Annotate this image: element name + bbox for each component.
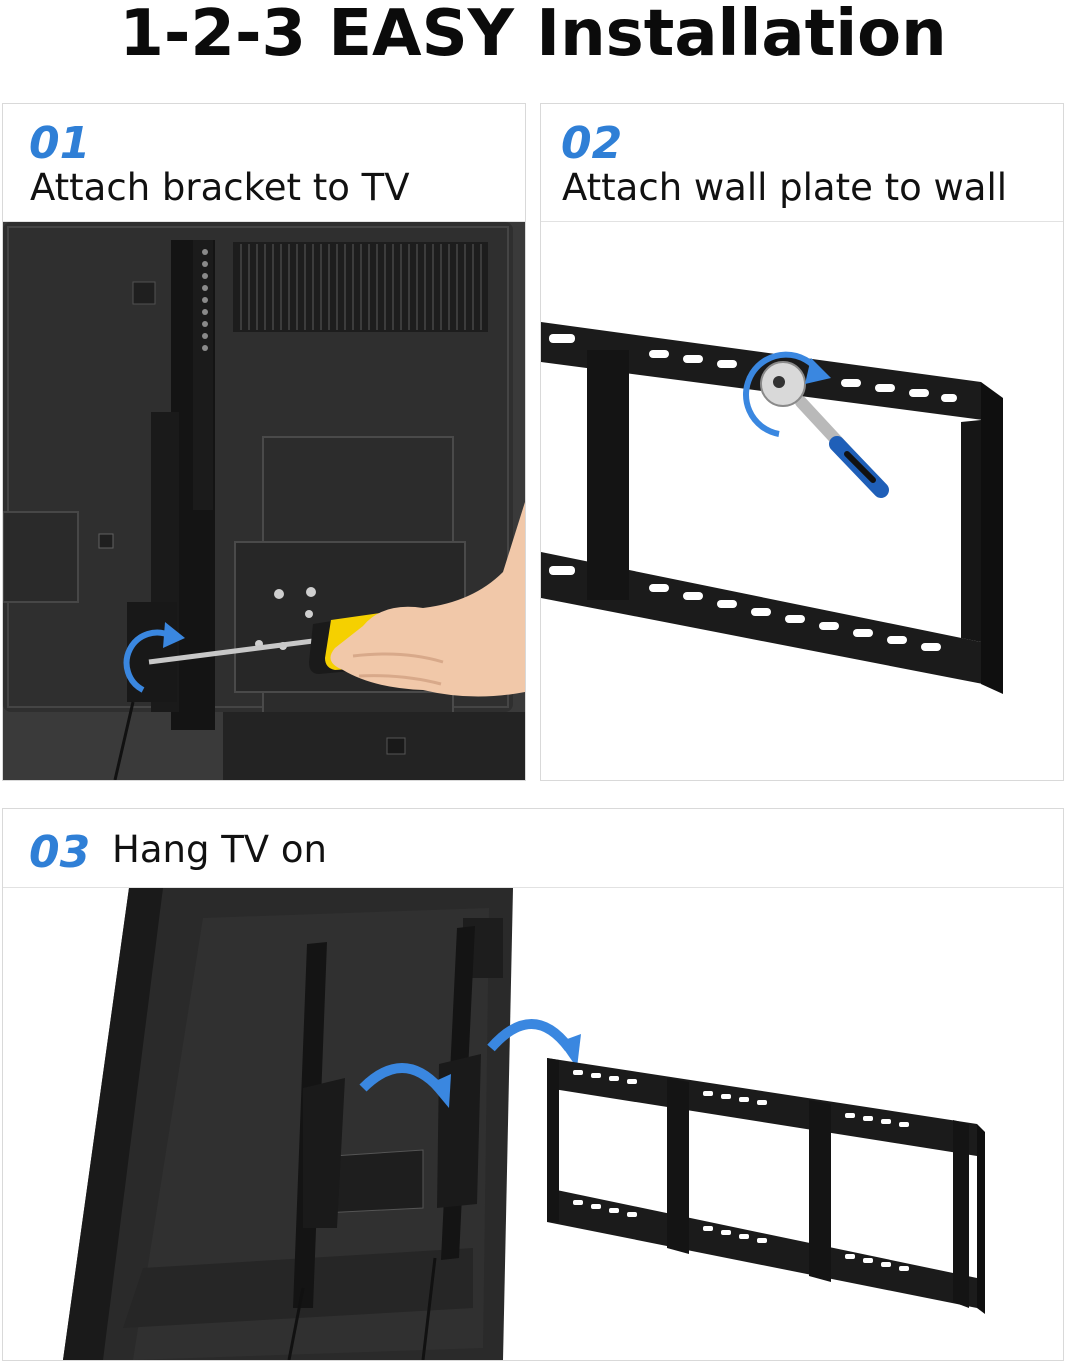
ratchet-wrench-icon — [760, 361, 889, 498]
step-2-number: 02 — [561, 118, 623, 169]
step-2-header: 02 Attach wall plate to wall — [541, 104, 1063, 222]
step-3-text: Hang TV on — [112, 828, 327, 871]
hand-illustration — [330, 502, 525, 697]
step-3-panel: 03 Hang TV on — [2, 808, 1064, 1361]
tv-vent-grille — [233, 242, 488, 332]
wall-plate — [547, 1058, 985, 1314]
step-3-illustration — [3, 888, 1063, 1360]
step-1-text: Attach bracket to TV — [30, 166, 410, 209]
step-3-number: 03 — [29, 827, 91, 878]
step-1-panel: 01 Attach bracket to TV — [2, 103, 526, 781]
step-1-illustration — [3, 222, 525, 780]
step-2-panel: 02 Attach wall plate to wall — [540, 103, 1064, 781]
curved-arrow-icon — [359, 1063, 451, 1108]
step-2-illustration — [541, 222, 1063, 780]
rotate-arrow-icon — [123, 622, 185, 693]
tv-brackets — [287, 926, 481, 1360]
wall-plate — [541, 322, 1003, 694]
step-2-text: Attach wall plate to wall — [562, 166, 1008, 209]
step-1-header: 01 Attach bracket to TV — [3, 104, 525, 222]
step-3-header: 03 Hang TV on — [3, 809, 1063, 888]
step-1-number: 01 — [29, 118, 91, 169]
rotate-arrow-icon — [743, 351, 831, 437]
curved-arrow-icon — [487, 1019, 581, 1068]
page-title: 1-2-3 EASY Installation — [119, 0, 947, 71]
